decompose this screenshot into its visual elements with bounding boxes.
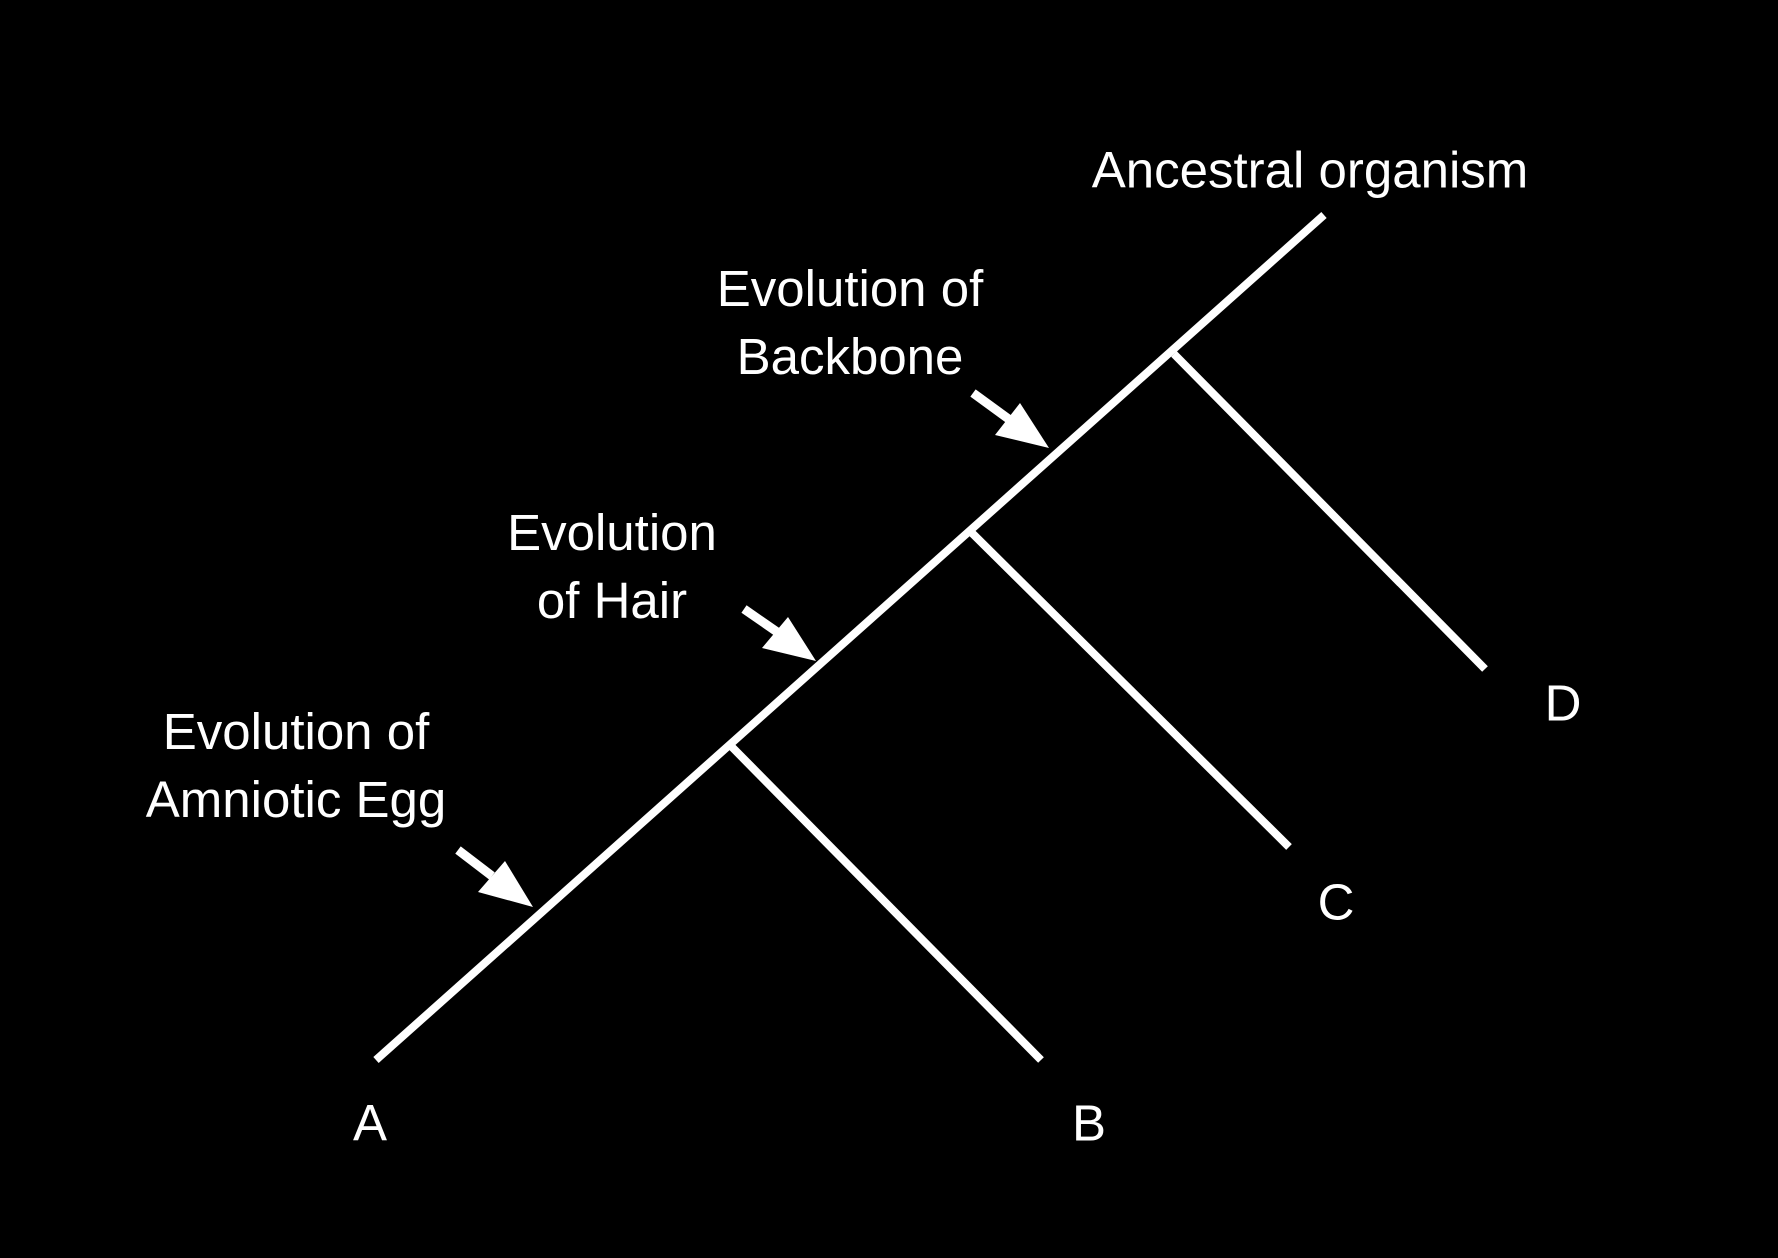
hair-trait-line2: of Hair [536,572,688,629]
amniotic-egg-trait-label: Evolution of Amniotic Egg [146,698,446,834]
backbone-trait-label: Evolution of Backbone [717,255,984,391]
backbone-trait-line2: Backbone [736,328,964,385]
hair-trait-label: Evolution of Hair [507,499,717,635]
branch-d [1171,351,1488,672]
amniotic-egg-trait-line2: Amniotic Egg [145,771,447,828]
ancestral-organism-label: Ancestral organism [1091,141,1529,199]
taxon-c-label: C [1317,873,1355,931]
hair-trait-line1: Evolution [507,504,717,561]
branch-c [969,530,1292,850]
arrow-hair-icon [741,605,816,661]
taxon-b-label: B [1071,1094,1107,1152]
branch-b [728,743,1044,1063]
arrow-amniotic-egg-icon [455,846,533,907]
taxon-a-label: A [352,1094,388,1152]
arrow-backbone-icon [970,389,1049,448]
taxon-d-label: D [1544,674,1582,732]
main-trunk [373,212,1327,1063]
backbone-trait-line1: Evolution of [716,260,984,317]
amniotic-egg-trait-line1: Evolution of [162,703,430,760]
